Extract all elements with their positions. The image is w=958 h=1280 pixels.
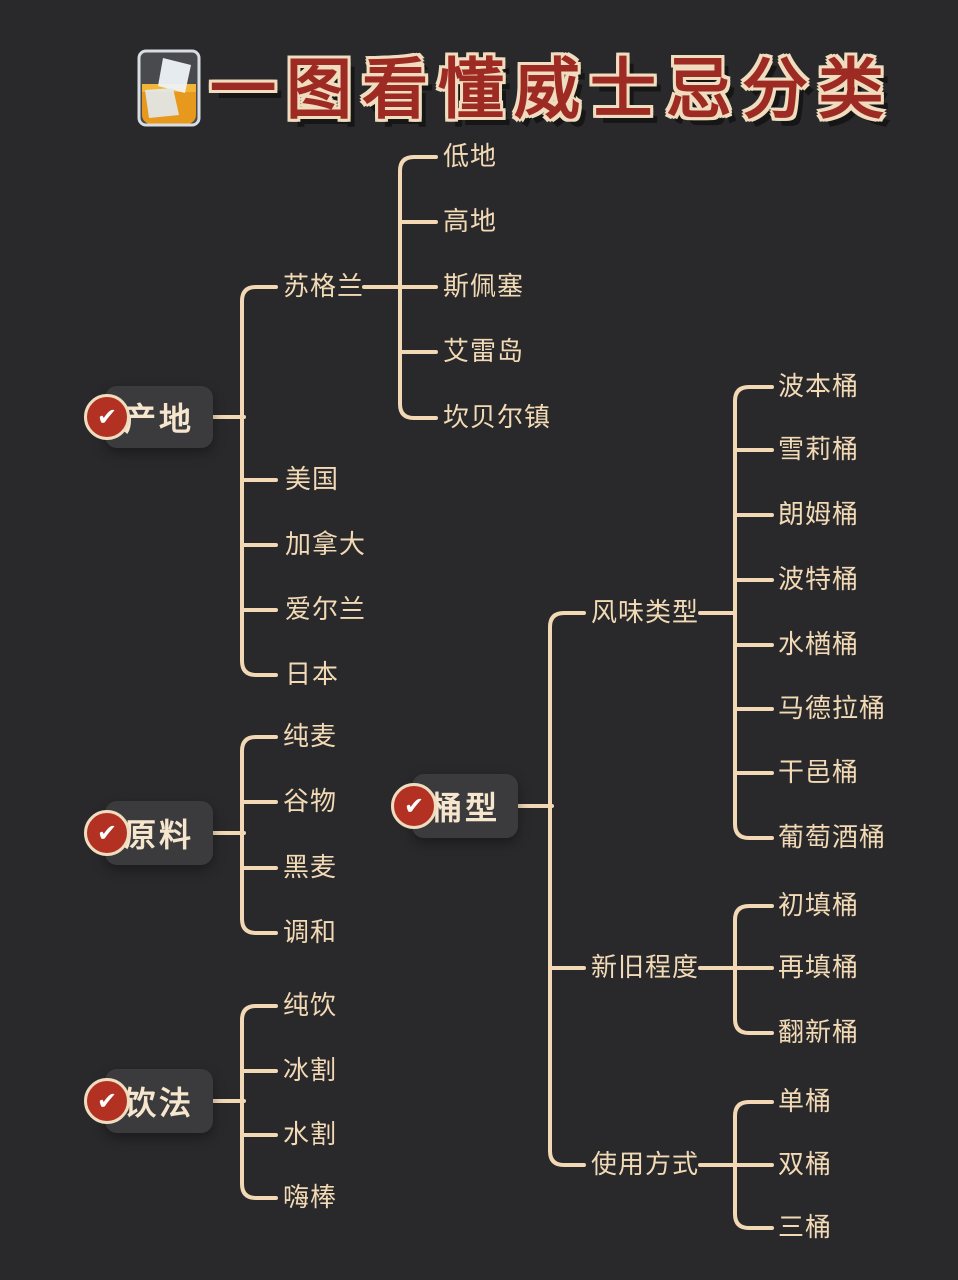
check-icon: ✔ (391, 783, 437, 829)
check-icon: ✔ (84, 1078, 130, 1124)
leaf-single-cask: 单桶 (778, 1087, 833, 1117)
leaf-grain: 谷物 (283, 787, 338, 817)
node-cask-type-label: 桶型 (429, 789, 500, 827)
leaf-port-cask: 波特桶 (778, 565, 860, 595)
leaf-rejuvenated: 翻新桶 (778, 1018, 860, 1048)
leaf-speyside: 斯佩塞 (443, 272, 525, 302)
leaf-on-the-rocks: 冰割 (283, 1056, 338, 1086)
leaf-ireland: 爱尔兰 (285, 595, 367, 625)
leaf-blended: 调和 (283, 918, 338, 948)
leaf-mizunara-cask: 水楢桶 (778, 630, 860, 660)
leaf-mizuwari: 水割 (283, 1120, 338, 1150)
leaf-cognac-cask: 干邑桶 (778, 758, 860, 788)
leaf-refill: 再填桶 (778, 953, 860, 983)
leaf-rye: 黑麦 (283, 853, 338, 883)
leaf-double-cask: 双桶 (778, 1150, 833, 1180)
leaf-usa: 美国 (285, 465, 340, 495)
branch-fill-age: 新旧程度 (591, 953, 700, 983)
node-drinking-method-label: 饮法 (123, 1084, 194, 1122)
leaf-neat: 纯饮 (283, 991, 338, 1021)
whiskey-glass-icon (137, 49, 201, 127)
leaf-highball: 嗨棒 (283, 1183, 338, 1213)
title-text: 一图看懂威士忌分类 (210, 51, 894, 128)
leaf-first-fill: 初填桶 (778, 891, 860, 921)
leaf-canada: 加拿大 (285, 530, 367, 560)
leaf-rum-cask: 朗姆桶 (778, 500, 860, 530)
branch-scotland: 苏格兰 (283, 272, 365, 302)
node-origin-label: 产地 (123, 400, 194, 438)
branch-flavor-type: 风味类型 (591, 598, 700, 628)
leaf-highland: 高地 (443, 207, 498, 237)
leaf-sherry-cask: 雪莉桶 (778, 435, 860, 465)
leaf-bourbon-cask: 波本桶 (778, 372, 860, 402)
leaf-campbeltown: 坎贝尔镇 (443, 403, 552, 433)
leaf-islay: 艾雷岛 (443, 337, 525, 367)
branch-usage-mode: 使用方式 (591, 1150, 700, 1180)
leaf-wine-cask: 葡萄酒桶 (778, 823, 887, 853)
page-title: 一图看懂威士忌分类 (133, 48, 884, 132)
leaf-madeira-cask: 马德拉桶 (778, 694, 887, 724)
leaf-japan: 日本 (285, 660, 340, 690)
leaf-triple-cask: 三桶 (778, 1213, 833, 1243)
leaf-lowland: 低地 (443, 142, 498, 172)
leaf-pure-malt: 纯麦 (283, 722, 338, 752)
check-icon: ✔ (84, 394, 130, 440)
node-ingredient-label: 原料 (123, 816, 194, 854)
node-cask-type: 桶型 (412, 774, 518, 838)
check-icon: ✔ (84, 810, 130, 856)
